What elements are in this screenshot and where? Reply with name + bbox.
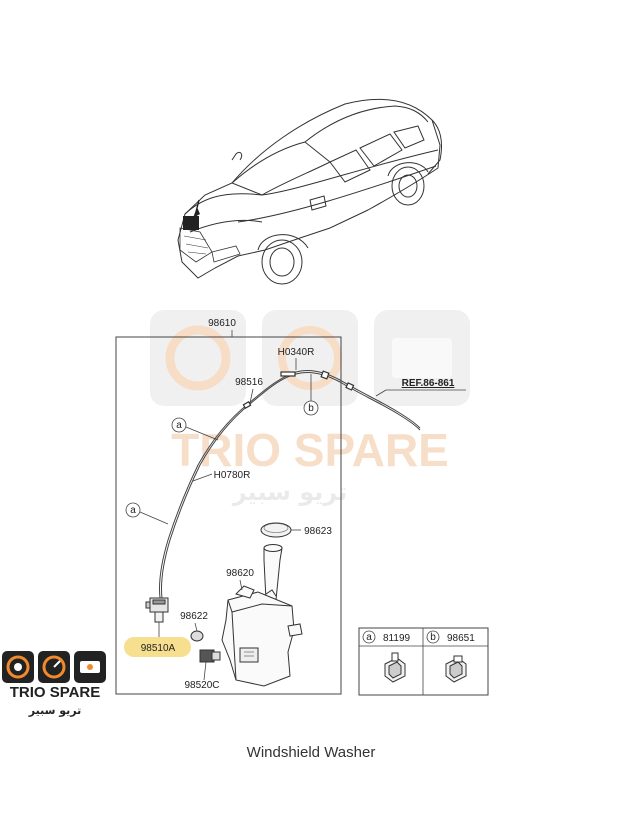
svg-text:a: a (130, 505, 136, 516)
legend-a-letter: a (366, 632, 372, 643)
diagram-caption: Windshield Washer (246, 744, 376, 761)
watermark-arabic: تريو سبير (232, 478, 347, 506)
watermark: TRIO SPARE تريو سبير (150, 310, 470, 506)
label-ref-86-861: REF.86-861 (402, 378, 455, 389)
callout-a-upper: a (171, 417, 219, 441)
clip-98651-drawing (445, 655, 467, 683)
label-98516: 98516 (235, 377, 263, 388)
label-98623: 98623 (304, 526, 332, 537)
legend-a-part: 81199 (383, 633, 411, 644)
logo-brand-text: TRIO SPARE (9, 684, 101, 701)
washer-location-marker (183, 199, 200, 230)
hose-clips (242, 370, 355, 410)
washer-hose (159, 369, 421, 599)
svg-text:a: a (176, 420, 182, 431)
callout-b: b (303, 374, 319, 416)
part-highlight-98510a: 98510A (124, 637, 191, 657)
label-98610: 98610 (208, 318, 236, 329)
callout-a-lower: a (125, 502, 169, 525)
clip-81199-drawing (384, 652, 406, 683)
watermark-brand: TRIO SPARE (171, 424, 449, 476)
parts-frame (115, 336, 342, 695)
connector-98520c (199, 649, 221, 663)
label-98622: 98622 (180, 611, 208, 622)
svg-text:b: b (308, 403, 314, 414)
reservoir-cap (260, 522, 292, 538)
washer-pump (145, 597, 169, 623)
legend-b-part: 98651 (447, 633, 475, 644)
label-98620: 98620 (226, 568, 254, 579)
washer-reservoir (221, 544, 303, 687)
legend-b-letter: b (430, 632, 436, 643)
car-illustration (177, 98, 443, 285)
label-98510a: 98510A (141, 643, 176, 654)
label-h0340r: H0340R (278, 347, 315, 358)
trio-spare-logo (2, 651, 106, 683)
label-98520c: 98520C (184, 680, 219, 691)
logo-arabic-text: تريو سبير (28, 704, 82, 717)
label-h0780r: H0780R (214, 470, 251, 481)
legend-box: a 81199 b 98651 (358, 627, 489, 696)
grommet (190, 630, 204, 642)
